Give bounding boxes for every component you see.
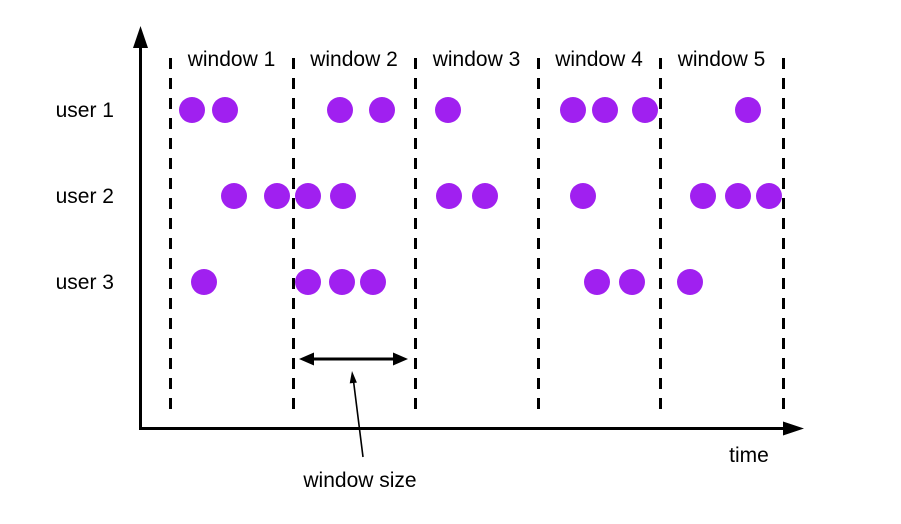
arrowhead-left-icon [299,352,314,366]
event-dot [436,183,462,209]
window-label: window 4 [555,48,643,71]
user-label: user 2 [55,185,114,208]
event-dot [735,97,761,123]
event-dot [330,183,356,209]
window-label: window 2 [310,48,398,71]
event-dot [570,183,596,209]
event-dot [295,269,321,295]
window-label: window 1 [187,48,276,71]
user-label: user 3 [55,271,114,294]
event-dot [264,183,290,209]
x-axis-arrowhead-icon [783,421,804,436]
event-dot [632,97,658,123]
event-dot [560,97,586,123]
y-axis-arrowhead-icon [133,26,148,48]
pointer-arrowhead-icon [349,371,357,384]
event-dot [690,183,716,209]
event-dot [435,97,461,123]
window-size-arrow [299,352,408,366]
event-dot [584,269,610,295]
window-size-pointer-arrow [349,371,364,458]
arrowhead-right-icon [393,352,408,366]
time-axis-label: time [729,444,769,467]
event-dot [191,269,217,295]
y-axis [133,26,148,430]
event-dots-layer [179,97,782,295]
event-dot [592,97,618,123]
x-axis [139,421,804,436]
window-label: window 5 [677,48,766,71]
event-dot [369,97,395,123]
event-dot [212,97,238,123]
event-dot [327,97,353,123]
window-size-label: window size [303,469,417,492]
user-label: user 1 [55,99,114,122]
event-dot [360,269,386,295]
event-dot [725,183,751,209]
event-dot [221,183,247,209]
event-dot [756,183,782,209]
window-boundaries [169,58,785,410]
event-dot [329,269,355,295]
event-dot [179,97,205,123]
window-label: window 3 [432,48,521,71]
event-dot [295,183,321,209]
event-dot [472,183,498,209]
event-dot [677,269,703,295]
event-dot [619,269,645,295]
